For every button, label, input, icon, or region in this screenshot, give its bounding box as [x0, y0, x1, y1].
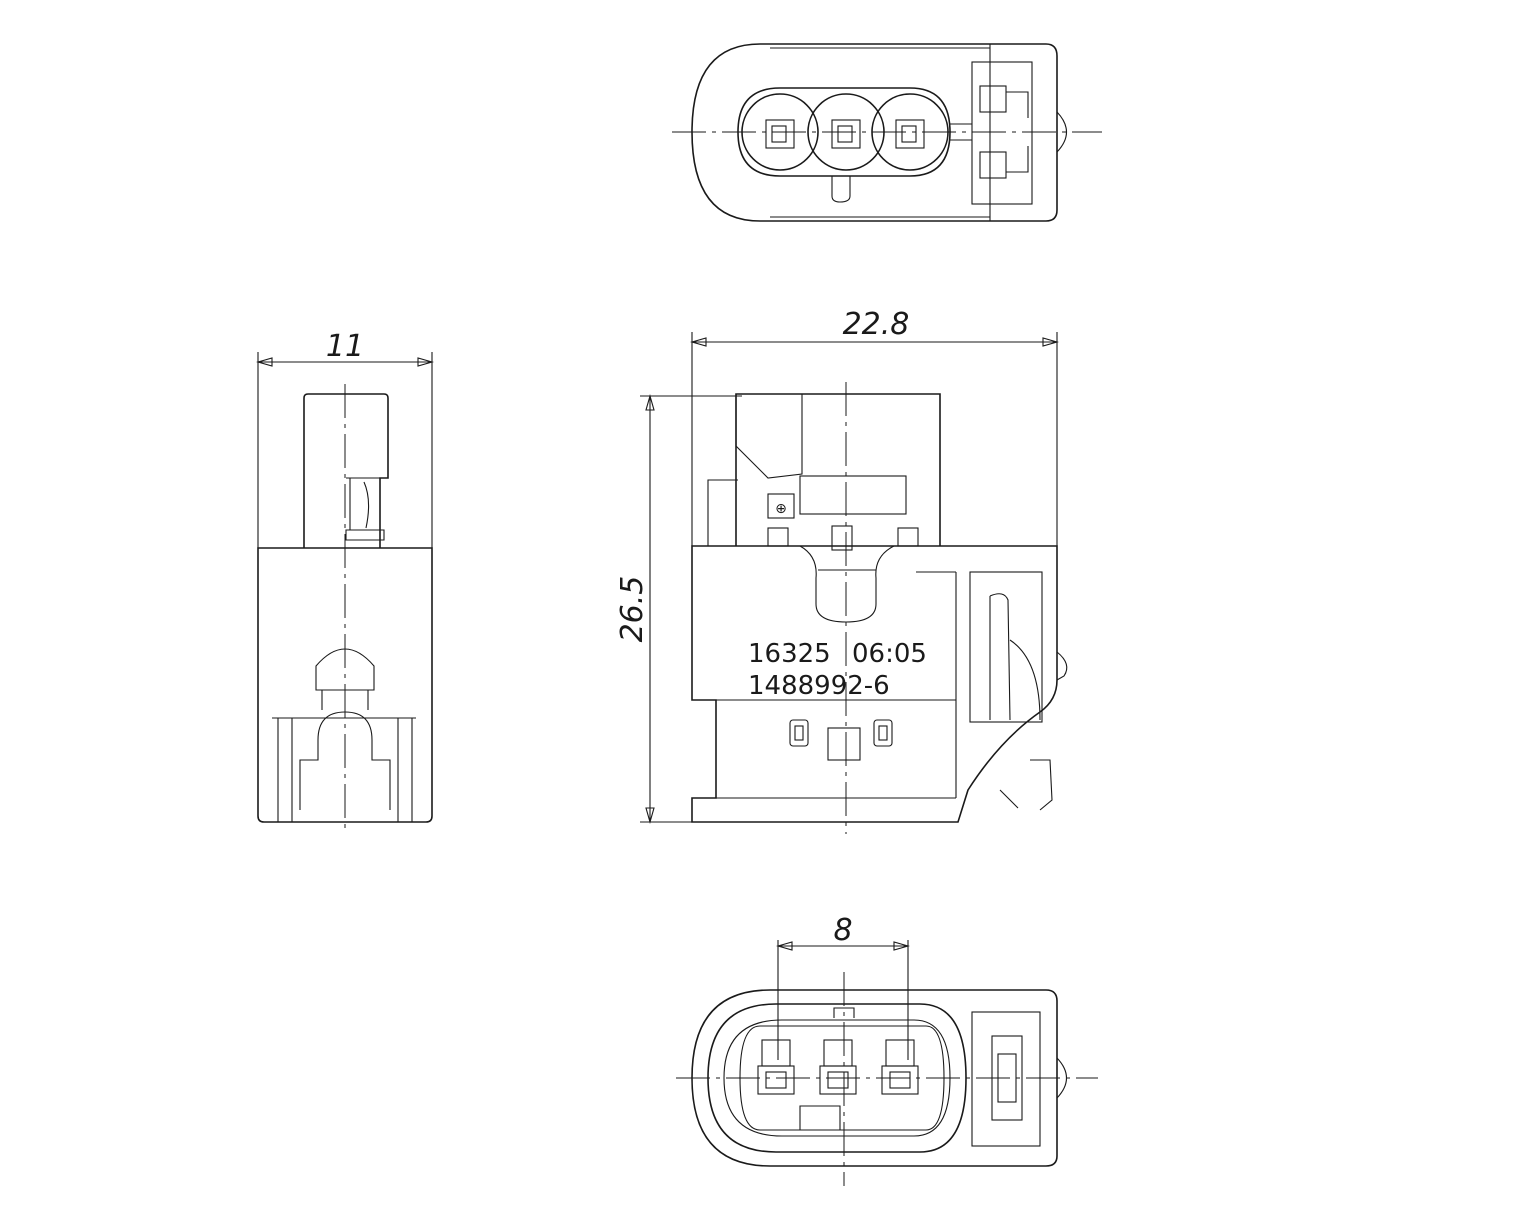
side-view: 11	[255, 329, 435, 832]
dimension-pin-pitch: 8	[775, 913, 911, 1060]
dimension-side-width-label: 11	[326, 329, 364, 364]
marking-date: 06:05	[852, 639, 927, 669]
dimension-front-height: 26.5	[615, 393, 742, 825]
dimension-front-height-label: 26.5	[615, 576, 650, 643]
dimension-front-width: 22.8	[689, 307, 1060, 546]
dimension-front-width-label: 22.8	[843, 307, 910, 342]
ce-symbol-icon: ⊕	[775, 501, 787, 517]
top-view-cavities	[741, 93, 949, 171]
front-view-latch	[969, 571, 1068, 811]
front-view: 22.8 26.5 ⊕ 16325 06:05 1488992-6	[615, 307, 1068, 834]
bottom-view: 8	[676, 913, 1098, 1186]
top-view-latch	[950, 61, 1068, 205]
dimension-pin-pitch-label: 8	[833, 913, 852, 948]
part-markings: 16325 06:05 1488992-6	[748, 639, 927, 701]
top-view	[672, 43, 1102, 222]
dimension-side-width: 11	[255, 329, 435, 548]
marking-code: 16325	[748, 639, 831, 669]
bottom-view-cavities	[757, 1039, 919, 1095]
bottom-view-latch	[971, 1011, 1068, 1147]
marking-part-number: 1488992-6	[748, 671, 890, 701]
